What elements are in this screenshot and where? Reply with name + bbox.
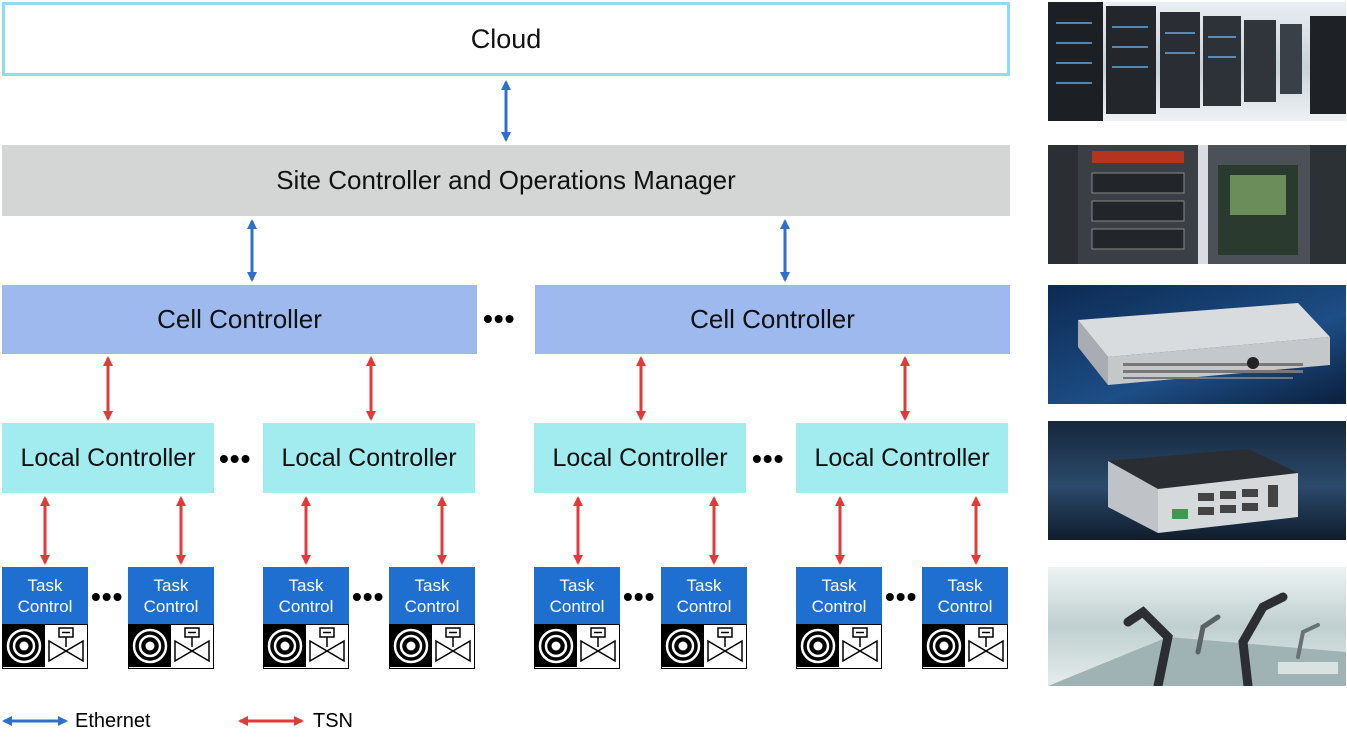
- cloud-box: Cloud: [2, 2, 1010, 76]
- ellipsis-locals-2: •••: [752, 443, 785, 474]
- task-line2: Control: [404, 596, 460, 616]
- cloud-label: Cloud: [470, 23, 542, 54]
- legend-tsn-label: TSN: [313, 710, 353, 732]
- cell-controller-label: Cell Controller: [157, 304, 322, 334]
- speaker-icon: [390, 625, 432, 667]
- task-line1: Task: [153, 575, 189, 595]
- task-line1: Task: [27, 575, 63, 595]
- task-line2: Control: [676, 596, 732, 616]
- task-line2: Control: [549, 596, 605, 616]
- task-line1: Task: [686, 575, 722, 595]
- device-icons-4: [389, 624, 475, 669]
- device-icons-2: [128, 624, 214, 669]
- device-icons-3: [263, 624, 349, 669]
- device-icons-8: [922, 624, 1008, 669]
- legend-ethernet-label: Ethernet: [75, 710, 151, 732]
- speaker-icon: [797, 625, 839, 667]
- task-line1: Task: [559, 575, 595, 595]
- cell-controller-label: Cell Controller: [690, 304, 855, 334]
- valve-icon: [174, 627, 210, 663]
- robot-arms-factory-photo: [1048, 567, 1346, 686]
- local-controller-box-3: Local Controller: [534, 423, 746, 493]
- valve-icon: [435, 627, 471, 663]
- speaker-icon: [3, 625, 45, 667]
- speaker-icon: [662, 625, 704, 667]
- valve-icon: [48, 627, 84, 663]
- rack-server-unit-photo: [1048, 285, 1346, 404]
- valve-icon: [309, 627, 345, 663]
- cell-controller-box-1: Cell Controller: [2, 285, 477, 354]
- task-line1: Task: [414, 575, 450, 595]
- rack-servers-photo: [1048, 145, 1346, 264]
- valve-icon: [580, 627, 616, 663]
- valve-icon: [707, 627, 743, 663]
- valve-icon: [968, 627, 1004, 663]
- task-line1: Task: [947, 575, 983, 595]
- task-line1: Task: [821, 575, 857, 595]
- speaker-icon: [264, 625, 306, 667]
- ellipsis-locals-1: •••: [219, 443, 252, 474]
- ellipsis-cells: •••: [483, 303, 516, 334]
- ellipsis-tasks-4: •••: [885, 581, 918, 612]
- local-controller-label: Local Controller: [20, 443, 196, 472]
- site-controller-label: Site Controller and Operations Manager: [276, 165, 736, 195]
- local-controller-box-2: Local Controller: [263, 423, 475, 493]
- device-icons-6: [661, 624, 747, 669]
- local-controller-label: Local Controller: [814, 443, 990, 472]
- task-line2: Control: [278, 596, 334, 616]
- ellipsis-tasks-1: •••: [91, 581, 124, 612]
- speaker-icon: [129, 625, 171, 667]
- task-line1: Task: [288, 575, 324, 595]
- server-room-photo: [1048, 2, 1346, 121]
- device-icons-7: [796, 624, 882, 669]
- cell-controller-box-2: Cell Controller: [535, 285, 1010, 354]
- device-icons-1: [2, 624, 88, 669]
- edge-computer-photo: [1048, 421, 1346, 540]
- site-controller-box: Site Controller and Operations Manager: [2, 145, 1010, 216]
- device-icons-5: [534, 624, 620, 669]
- task-line2: Control: [17, 596, 73, 616]
- ellipsis-tasks-3: •••: [623, 581, 656, 612]
- ellipsis-tasks-2: •••: [352, 581, 385, 612]
- speaker-icon: [923, 625, 965, 667]
- valve-icon: [842, 627, 878, 663]
- task-line2: Control: [143, 596, 199, 616]
- local-controller-box-1: Local Controller: [2, 423, 214, 493]
- local-controller-box-4: Local Controller: [796, 423, 1008, 493]
- speaker-icon: [535, 625, 577, 667]
- task-line2: Control: [811, 596, 867, 616]
- local-controller-label: Local Controller: [281, 443, 457, 472]
- local-controller-label: Local Controller: [552, 443, 728, 472]
- task-line2: Control: [937, 596, 993, 616]
